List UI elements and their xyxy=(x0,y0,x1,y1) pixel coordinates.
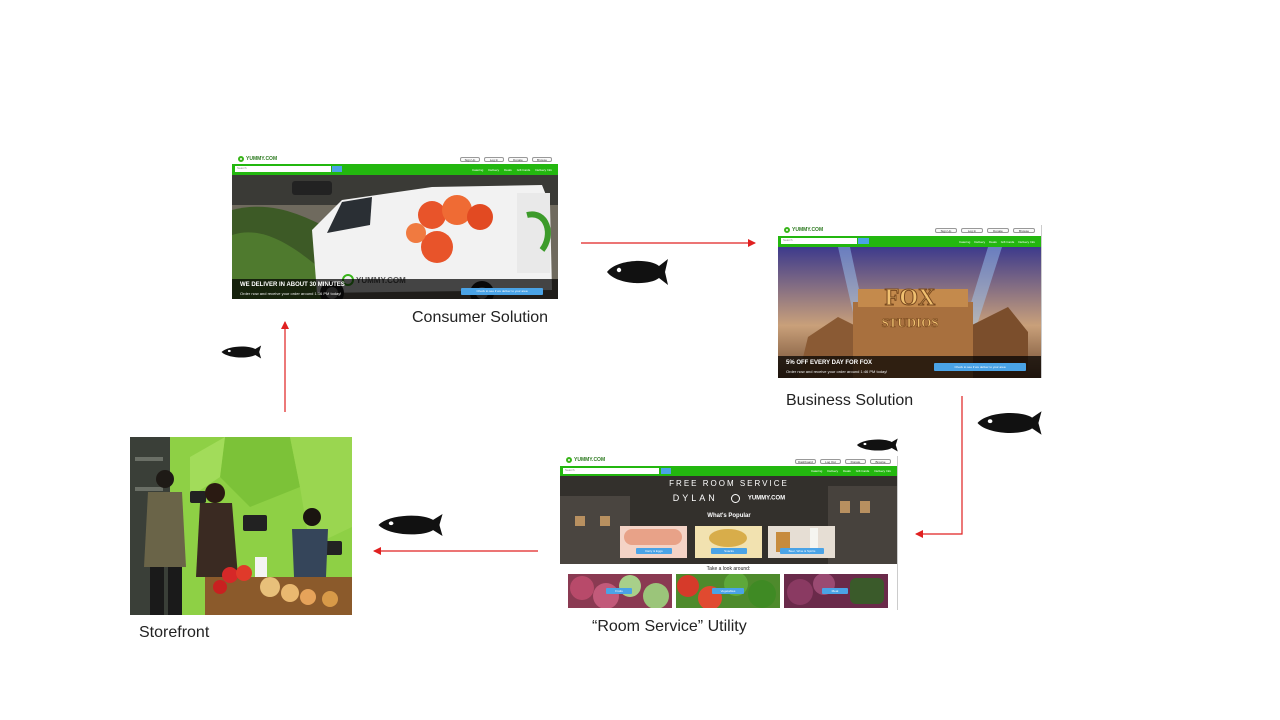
donate-button[interactable]: Donate xyxy=(845,459,866,464)
donate-button[interactable]: Donate xyxy=(987,228,1009,233)
search-input[interactable]: Search xyxy=(235,166,331,172)
category-tile-vegetables[interactable]: Vegetables xyxy=(676,574,780,608)
free-room-service-title: FREE ROOM SERVICE xyxy=(669,479,789,488)
category-label: Meat xyxy=(822,588,848,594)
nav-catering[interactable]: Catering xyxy=(958,240,971,244)
fish-icon xyxy=(856,438,898,452)
fox-studios-photo: FOX STUDIOS 5% OFF EVERY DAY FOR FOX Ord… xyxy=(778,247,1041,378)
fish-icon xyxy=(607,259,668,285)
look-around-heading: Take a look around: xyxy=(706,566,751,572)
log-in-button[interactable]: Log In xyxy=(484,157,504,162)
yummy-logo: YUMMY.COM xyxy=(784,227,823,233)
nav-delivery-info[interactable]: Delivery Info xyxy=(535,168,552,172)
popular-label: Beer, Wine & Spirits xyxy=(780,548,824,554)
search-input[interactable]: Search xyxy=(563,468,659,474)
popular-tile-snacks[interactable]: Snacks xyxy=(695,526,762,558)
fish-icon xyxy=(221,345,262,359)
popular-tile-drinks[interactable]: Beer, Wine & Spirits xyxy=(768,526,835,558)
delivery-van-photo: YUMMY.COM WE DELIVER IN ABOUT 30 MINUTES… xyxy=(232,175,558,299)
room-service-screenshot: YUMMY.COM Dashboard Log Out Donate Brows… xyxy=(560,456,898,610)
search-button[interactable] xyxy=(332,166,342,172)
nav-delivery[interactable]: Delivery xyxy=(827,469,839,473)
storefront-label: Storefront xyxy=(139,624,210,641)
hotel-banner: FREE ROOM SERVICE DYLAN YUMMY.COM What's… xyxy=(560,476,897,564)
log-in-button[interactable]: Log In xyxy=(961,228,983,233)
popular-tile-dairy[interactable]: Dairy & Eggs xyxy=(620,526,687,558)
sign-up-button[interactable]: Sign Up xyxy=(460,157,480,162)
browse-button[interactable]: Browse xyxy=(1013,228,1035,233)
browse-button[interactable]: Browse xyxy=(532,157,552,162)
nav-gift-cards[interactable]: Gift Cards xyxy=(855,469,870,473)
category-tile-fruits[interactable]: Fruits xyxy=(568,574,672,608)
caption-title: 5% OFF EVERY DAY FOR FOX xyxy=(786,360,873,366)
business-solution-label: Business Solution xyxy=(786,392,914,409)
category-label: Fruits xyxy=(606,588,632,594)
fox-sign-text: FOX xyxy=(885,285,936,311)
popular-label: Dairy & Eggs xyxy=(636,548,672,554)
room-service-utility-label: “Room Service” Utility xyxy=(592,618,747,635)
yummy-circle-icon xyxy=(731,494,741,504)
search-button[interactable] xyxy=(858,238,869,244)
category-tile-meat[interactable]: Meat xyxy=(784,574,888,608)
browse-button[interactable]: Browse xyxy=(870,459,891,464)
nav-catering[interactable]: Catering xyxy=(471,168,484,172)
nav-gift-cards[interactable]: Gift Cards xyxy=(1000,240,1015,244)
nav-deals[interactable]: Deals xyxy=(989,240,997,244)
check-delivery-button[interactable]: Check to see if we deliver to your area xyxy=(934,363,1026,371)
nav-delivery-info[interactable]: Delivery Info xyxy=(1018,240,1035,244)
consumer-solution-screenshot: YUMMY.COM Sign Up Log In Donate Browse S… xyxy=(232,155,558,299)
partner-logo: YUMMY.COM xyxy=(747,495,786,502)
business-solution-screenshot: YUMMY.COM Sign Up Log In Donate Browse S… xyxy=(778,225,1042,378)
log-out-button[interactable]: Log Out xyxy=(820,459,841,464)
search-input[interactable]: Search xyxy=(781,238,857,244)
sign-up-button[interactable]: Sign Up xyxy=(935,228,957,233)
whats-popular-heading: What's Popular xyxy=(707,513,751,519)
nav-delivery-info[interactable]: Delivery Info xyxy=(874,469,891,473)
donate-button[interactable]: Donate xyxy=(508,157,528,162)
nav-catering[interactable]: Catering xyxy=(810,469,823,473)
caption-subtitle: Order now and receive your order around … xyxy=(240,291,342,296)
yummy-logo: YUMMY.COM xyxy=(238,156,277,162)
dashboard-button[interactable]: Dashboard xyxy=(795,459,816,464)
popular-label: Snacks xyxy=(711,548,747,554)
arrow-business-to-room-service xyxy=(915,396,963,538)
studios-sign-text: STUDIOS xyxy=(881,315,938,330)
partner-name: DYLAN xyxy=(672,493,718,503)
fish-icon xyxy=(977,411,1042,435)
search-button[interactable] xyxy=(661,468,671,474)
storefront-photo xyxy=(130,437,352,615)
hero-caption: WE DELIVER IN ABOUT 30 MINUTES Order now… xyxy=(232,279,558,299)
nav-deals[interactable]: Deals xyxy=(843,469,851,473)
category-label: Vegetables xyxy=(712,588,744,594)
yummy-logo: YUMMY.COM xyxy=(566,457,605,463)
hero-caption: 5% OFF EVERY DAY FOR FOX Order now and r… xyxy=(778,356,1041,378)
caption-subtitle: Order now and receive your order around … xyxy=(786,369,888,374)
nav-deals[interactable]: Deals xyxy=(504,168,512,172)
consumer-solution-label: Consumer Solution xyxy=(412,309,549,326)
check-delivery-button[interactable]: Check to see if we deliver to your area xyxy=(461,288,543,295)
nav-delivery[interactable]: Delivery xyxy=(974,240,986,244)
nav-gift-cards[interactable]: Gift Cards xyxy=(516,168,531,172)
nav-delivery[interactable]: Delivery xyxy=(488,168,500,172)
fish-icon xyxy=(378,513,443,537)
caption-title: WE DELIVER IN ABOUT 30 MINUTES xyxy=(240,282,345,288)
